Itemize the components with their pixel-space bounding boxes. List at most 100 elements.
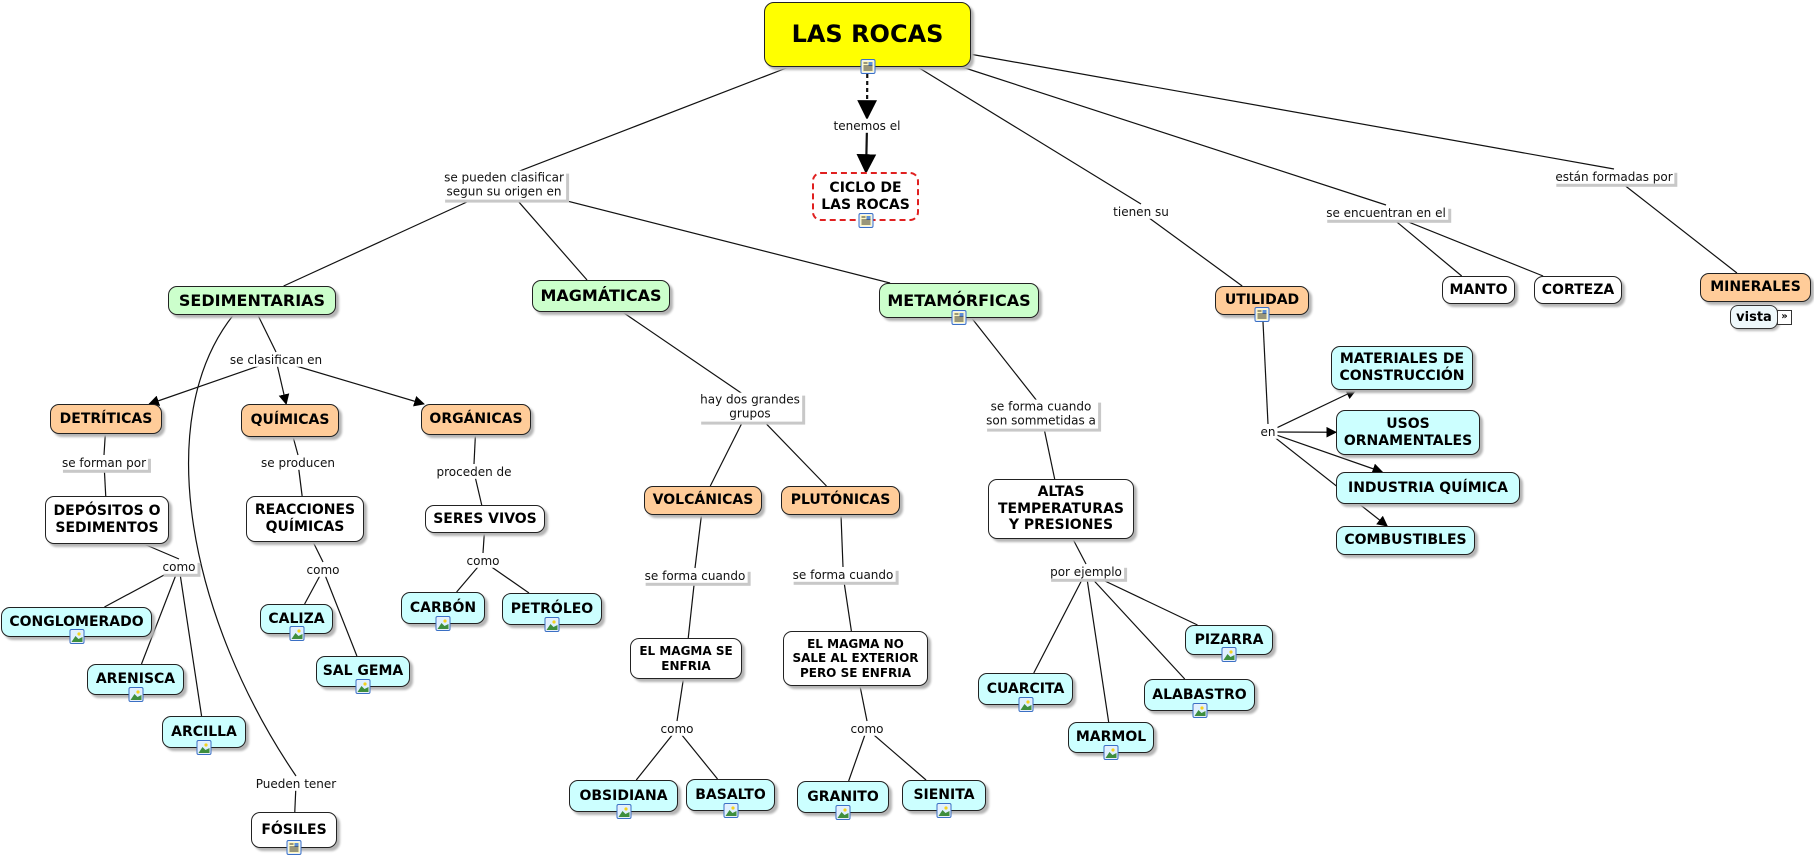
linking-phrase[interactable]: se forman por — [59, 455, 149, 471]
concept-plutonicas[interactable]: PLUTÓNICAS — [781, 486, 900, 515]
concept-seres[interactable]: SERES VIVOS — [425, 505, 545, 533]
image-resource-icon[interactable] — [355, 679, 371, 694]
link-l_como2-salgema — [322, 569, 358, 657]
linking-phrase[interactable]: en — [1258, 424, 1278, 440]
linking-phrase[interactable]: se forma cuando — [790, 567, 896, 583]
link-sedimentarias-l_clasifican — [257, 314, 277, 353]
linking-phrase[interactable]: tenemos el — [831, 118, 903, 134]
concept-magmano[interactable]: EL MAGMA NO SALE AL EXTERIOR PERO SE ENF… — [783, 631, 928, 686]
concept-sedimentarias[interactable]: SEDIMENTARIAS — [168, 286, 336, 315]
image-resource-icon[interactable] — [1221, 647, 1237, 662]
concept-label: ALTAS TEMPERATURAS Y PRESIONES — [997, 483, 1124, 534]
concept-label: ARENISCA — [95, 671, 176, 688]
link-l_ejemplo-marmol — [1085, 571, 1110, 723]
link-l_como1-arenisca — [140, 566, 180, 665]
linking-phrase[interactable]: están formadas por — [1553, 169, 1675, 185]
concept-magmaticas[interactable]: MAGMÁTICAS — [532, 280, 670, 312]
document-resource-icon[interactable] — [951, 310, 967, 325]
link-detriticas-l_forman — [103, 433, 106, 456]
image-resource-icon[interactable] — [196, 740, 212, 755]
document-resource-icon[interactable] — [858, 213, 873, 228]
concept-magmase[interactable]: EL MAGMA SE ENFRIA — [630, 638, 742, 679]
image-resource-icon[interactable] — [936, 803, 952, 818]
linking-phrase[interactable]: tienen su — [1111, 204, 1171, 220]
concept-label: SIENITA — [913, 787, 975, 804]
link-volcanicas-l_forma1 — [694, 514, 703, 569]
concept-ciclo[interactable]: CICLO DE LAS ROCAS — [812, 172, 919, 221]
concept-usos[interactable]: USOS ORNAMENTALES — [1336, 410, 1480, 455]
image-resource-icon[interactable] — [835, 805, 851, 820]
linking-phrase[interactable]: como — [848, 721, 886, 737]
minerales-view-button[interactable]: vista — [1730, 305, 1778, 329]
concept-label: PETRÓLEO — [510, 600, 594, 617]
concept-label: EL MAGMA NO SALE AL EXTERIOR PERO SE ENF… — [792, 636, 919, 680]
link-reacciones-l_como2 — [312, 541, 324, 563]
image-resource-icon[interactable] — [289, 626, 304, 641]
concept-cuarcita[interactable]: CUARCITA — [978, 673, 1073, 705]
image-resource-icon[interactable] — [69, 629, 84, 644]
document-resource-icon[interactable] — [286, 840, 302, 855]
image-resource-icon[interactable] — [1192, 703, 1207, 718]
concept-label: DEPÓSITOS O SEDIMENTOS — [53, 503, 161, 536]
image-resource-icon[interactable] — [723, 803, 738, 818]
image-resource-icon[interactable] — [544, 617, 560, 632]
linking-phrase[interactable]: como — [160, 559, 198, 575]
concept-corteza[interactable]: CORTEZA — [1534, 276, 1622, 304]
linking-phrase[interactable]: se producen — [259, 455, 337, 471]
link-l_como1-arcilla — [178, 566, 203, 717]
concept-label: SEDIMENTARIAS — [178, 290, 326, 310]
link-l_como4-obsidiana — [635, 728, 678, 781]
image-resource-icon[interactable] — [1018, 697, 1033, 712]
linking-phrase[interactable]: se clasifican en — [227, 352, 325, 368]
concept-reacciones[interactable]: REACCIONES QUÍMICAS — [246, 496, 364, 542]
concept-quimicas[interactable]: QUÍMICAS — [241, 404, 339, 437]
concept-manto[interactable]: MANTO — [1442, 276, 1515, 304]
concept-conglomerado[interactable]: CONGLOMERADO — [1, 607, 152, 637]
link-l_ejemplo-alabastro — [1085, 571, 1186, 680]
linking-phrase[interactable]: proceden de — [434, 464, 514, 480]
concept-label: ARCILLA — [171, 723, 237, 740]
concept-minerales[interactable]: MINERALES — [1700, 273, 1811, 302]
concept-alabastro[interactable]: ALABASTRO — [1144, 679, 1255, 711]
linking-phrase[interactable]: Pueden tener — [253, 776, 339, 792]
document-resource-icon[interactable] — [1254, 307, 1270, 322]
linking-phrase[interactable]: como — [464, 553, 502, 569]
link-l_ejemplo-cuarcita — [1033, 571, 1087, 674]
linking-phrase[interactable]: se forma cuando — [642, 568, 748, 584]
image-resource-icon[interactable] — [616, 804, 631, 819]
link-quimicas-l_producen — [292, 436, 299, 456]
image-resource-icon[interactable] — [1103, 745, 1119, 760]
link-l_como5-sienita — [866, 728, 927, 781]
image-resource-icon[interactable] — [128, 687, 143, 702]
linking-phrase[interactable]: se pueden clasificar segun su origen en — [442, 170, 566, 200]
concept-caliza[interactable]: CALIZA — [260, 604, 333, 634]
concept-root[interactable]: LAS ROCAS — [764, 2, 971, 67]
image-resource-icon[interactable] — [435, 616, 451, 631]
concept-label: GRANITO — [807, 788, 879, 805]
double-chevron-right-icon[interactable]: » — [1777, 310, 1792, 325]
concept-sienita[interactable]: SIENITA — [902, 780, 986, 811]
concept-label: CICLO DE LAS ROCAS — [821, 179, 910, 213]
link-l_clasificar-metamorficas — [503, 184, 891, 284]
concept-label: INDUSTRIA QUÍMICA — [1348, 479, 1508, 496]
linking-phrase[interactable]: hay dos grandes grupos — [698, 392, 802, 422]
concept-volcanicas[interactable]: VOLCÁNICAS — [644, 486, 762, 515]
linking-phrase[interactable]: se encuentran en el — [1324, 205, 1448, 221]
link-depositos-l_como1 — [143, 543, 180, 560]
linking-phrase[interactable]: se forma cuando son sommetidas a — [984, 399, 1098, 429]
link-root-l_formadas — [970, 53, 1615, 170]
concept-organicas[interactable]: ORGÁNICAS — [421, 404, 531, 435]
concept-altas[interactable]: ALTAS TEMPERATURAS Y PRESIONES — [988, 479, 1134, 539]
linking-phrase[interactable]: por ejemplo — [1048, 564, 1124, 580]
concept-industria[interactable]: INDUSTRIA QUÍMICA — [1336, 472, 1520, 504]
concept-depositos[interactable]: DEPÓSITOS O SEDIMENTOS — [45, 496, 169, 544]
concept-combustibles[interactable]: COMBUSTIBLES — [1336, 526, 1475, 555]
concept-label: ALABASTRO — [1152, 686, 1247, 703]
concept-label: MAGMÁTICAS — [540, 286, 662, 306]
link-l_como4-basalto — [676, 728, 718, 780]
concept-materiales[interactable]: MATERIALES DE CONSTRUCCIÓN — [1331, 346, 1473, 390]
document-resource-icon[interactable] — [860, 59, 875, 74]
linking-phrase[interactable]: como — [304, 562, 342, 578]
concept-detriticas[interactable]: DETRÍTICAS — [50, 404, 162, 434]
linking-phrase[interactable]: como — [658, 721, 696, 737]
